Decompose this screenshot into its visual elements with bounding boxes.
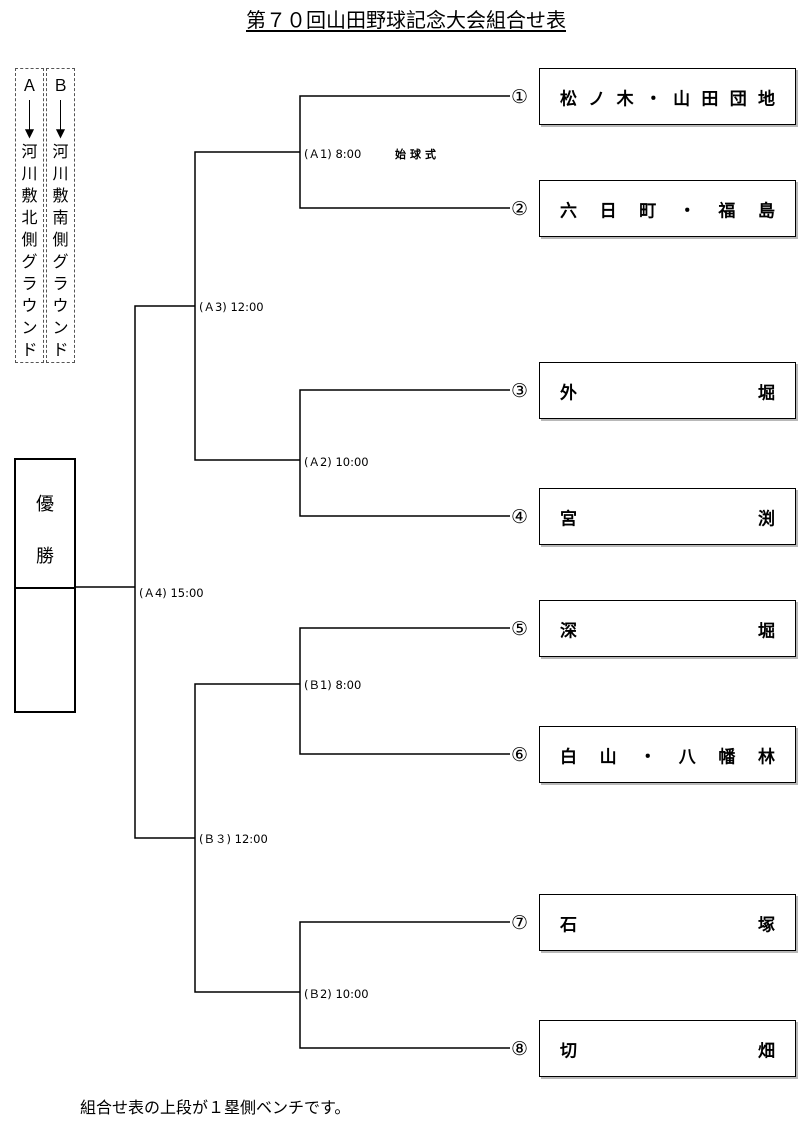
winner-label-1: 優 <box>36 494 54 515</box>
team-char: 日 <box>599 201 617 221</box>
team-box: 松 ノ 木 ・ 山 田 団 地 <box>539 68 796 125</box>
team-char: 田 <box>701 89 719 109</box>
ground-b-char: 川 <box>52 164 69 183</box>
team-number: ⑦ <box>511 912 529 934</box>
bracket-line-b2 <box>299 921 510 1049</box>
team-char: 塚 <box>758 915 775 935</box>
team-char: 畑 <box>758 1041 775 1061</box>
ground-a-char: 川 <box>21 164 38 183</box>
team-char: 団 <box>729 89 747 109</box>
ground-a-char: 北 <box>21 208 38 227</box>
team-box: 石 塚 <box>539 894 796 951</box>
ground-b-letter: Ｂ <box>52 76 69 95</box>
team-name: 白 山 ・ 八 幡 林 <box>560 742 775 767</box>
team-char: 切 <box>560 1041 577 1061</box>
team-char: 町 <box>639 201 657 221</box>
team-char: 堀 <box>758 621 775 641</box>
team-name: 外 堀 <box>560 378 775 403</box>
team-char: 山 <box>599 747 617 767</box>
team-number: ⑥ <box>511 744 529 766</box>
team-char: 幡 <box>718 747 736 767</box>
team-box: 切 畑 <box>539 1020 796 1077</box>
game-label-b2: (Ｂ2) 10:00 <box>304 987 369 1001</box>
bracket-line-a2 <box>299 389 510 517</box>
team-name: 石 塚 <box>560 910 775 935</box>
team-char: 八 <box>678 747 696 767</box>
bracket-line-b1 <box>299 627 510 755</box>
footer-note: 組合せ表の上段が１塁側ベンチです。 <box>80 1098 351 1117</box>
team-box: 深 堀 <box>539 600 796 657</box>
ground-b-char: ド <box>52 340 69 359</box>
team-char: 林 <box>757 747 775 767</box>
team-char: 堀 <box>758 383 775 403</box>
ground-b-char: 敷 <box>52 186 69 205</box>
team-char: 外 <box>560 383 577 403</box>
ground-b-char: ラ <box>52 274 69 293</box>
team-char: 宮 <box>560 509 577 529</box>
down-arrow-icon: ▼ <box>25 97 34 141</box>
team-number: ③ <box>511 380 529 402</box>
ground-b-char: 河 <box>52 142 69 161</box>
down-arrow-icon: ▼ <box>56 97 65 141</box>
bracket-line-a4 <box>134 305 195 839</box>
team-number: ④ <box>511 506 529 528</box>
ground-a-letter: Ａ <box>21 76 38 95</box>
ground-a-char: グ <box>21 252 38 271</box>
team-char: 島 <box>757 201 775 221</box>
ground-a-char: ド <box>21 340 38 359</box>
team-char: 木 <box>616 89 634 109</box>
ground-b-legend: Ｂ ▼ 河 川 敷 南 側 グ ラ ウ ン ド <box>46 68 75 363</box>
team-name: 宮 渕 <box>560 504 775 529</box>
game-label-a2: (Ａ2) 10:00 <box>304 455 369 469</box>
ground-a-char: ラ <box>21 274 38 293</box>
team-char: ノ <box>588 89 606 109</box>
team-number: ⑧ <box>511 1038 529 1060</box>
team-char: 深 <box>560 621 577 641</box>
game-label-a3: (Ａ3) 12:00 <box>199 300 264 314</box>
ground-b-char: ウ <box>52 296 69 315</box>
ground-a-char: ウ <box>21 296 38 315</box>
winner-box: 優 勝 <box>14 458 76 713</box>
ground-a-legend: Ａ ▼ 河 川 敷 北 側 グ ラ ウ ン ド <box>15 68 44 363</box>
team-box: 白 山 ・ 八 幡 林 <box>539 726 796 783</box>
team-char: 地 <box>757 89 775 109</box>
ground-b-char: グ <box>52 252 69 271</box>
winner-label-2: 勝 <box>36 546 54 567</box>
ground-a-char: 河 <box>21 142 38 161</box>
team-name: 深 堀 <box>560 616 775 641</box>
team-number: ② <box>511 198 529 220</box>
ground-a-char: 側 <box>21 230 38 249</box>
team-char: 白 <box>560 747 577 767</box>
game-label-a4: (Ａ4) 15:00 <box>139 586 204 600</box>
ground-b-char: 側 <box>52 230 69 249</box>
game-label-b1: (Ｂ1) 8:00 <box>304 678 362 692</box>
game-label-a1: (Ａ1) 8:00 <box>304 147 362 161</box>
team-name: 切 畑 <box>560 1036 775 1061</box>
team-name: 六 日 町 ・ 福 島 <box>560 196 775 221</box>
ceremony-note: 始球式 <box>395 148 440 161</box>
ground-b-char: 南 <box>52 208 69 227</box>
team-number: ⑤ <box>511 618 529 640</box>
team-char: ・ <box>644 89 662 109</box>
team-char: 松 <box>560 89 577 109</box>
game-label-b3: (Ｂ３) 12:00 <box>199 832 268 846</box>
page-title: 第７０回山田野球記念大会組合せ表 <box>246 8 566 32</box>
team-char: 渕 <box>758 509 775 529</box>
team-char: 六 <box>560 201 577 221</box>
team-char: 石 <box>560 915 577 935</box>
winner-divider <box>16 587 74 589</box>
team-box: 六 日 町 ・ 福 島 <box>539 180 796 237</box>
team-box: 宮 渕 <box>539 488 796 545</box>
ground-a-char: ン <box>21 318 38 337</box>
team-char: ・ <box>639 747 657 767</box>
team-char: 山 <box>673 89 691 109</box>
ground-b-char: ン <box>52 318 69 337</box>
team-char: ・ <box>678 201 696 221</box>
ground-a-char: 敷 <box>21 186 38 205</box>
team-box: 外 堀 <box>539 362 796 419</box>
team-name: 松 ノ 木 ・ 山 田 団 地 <box>560 84 775 109</box>
team-char: 福 <box>718 201 736 221</box>
team-number: ① <box>511 86 529 108</box>
